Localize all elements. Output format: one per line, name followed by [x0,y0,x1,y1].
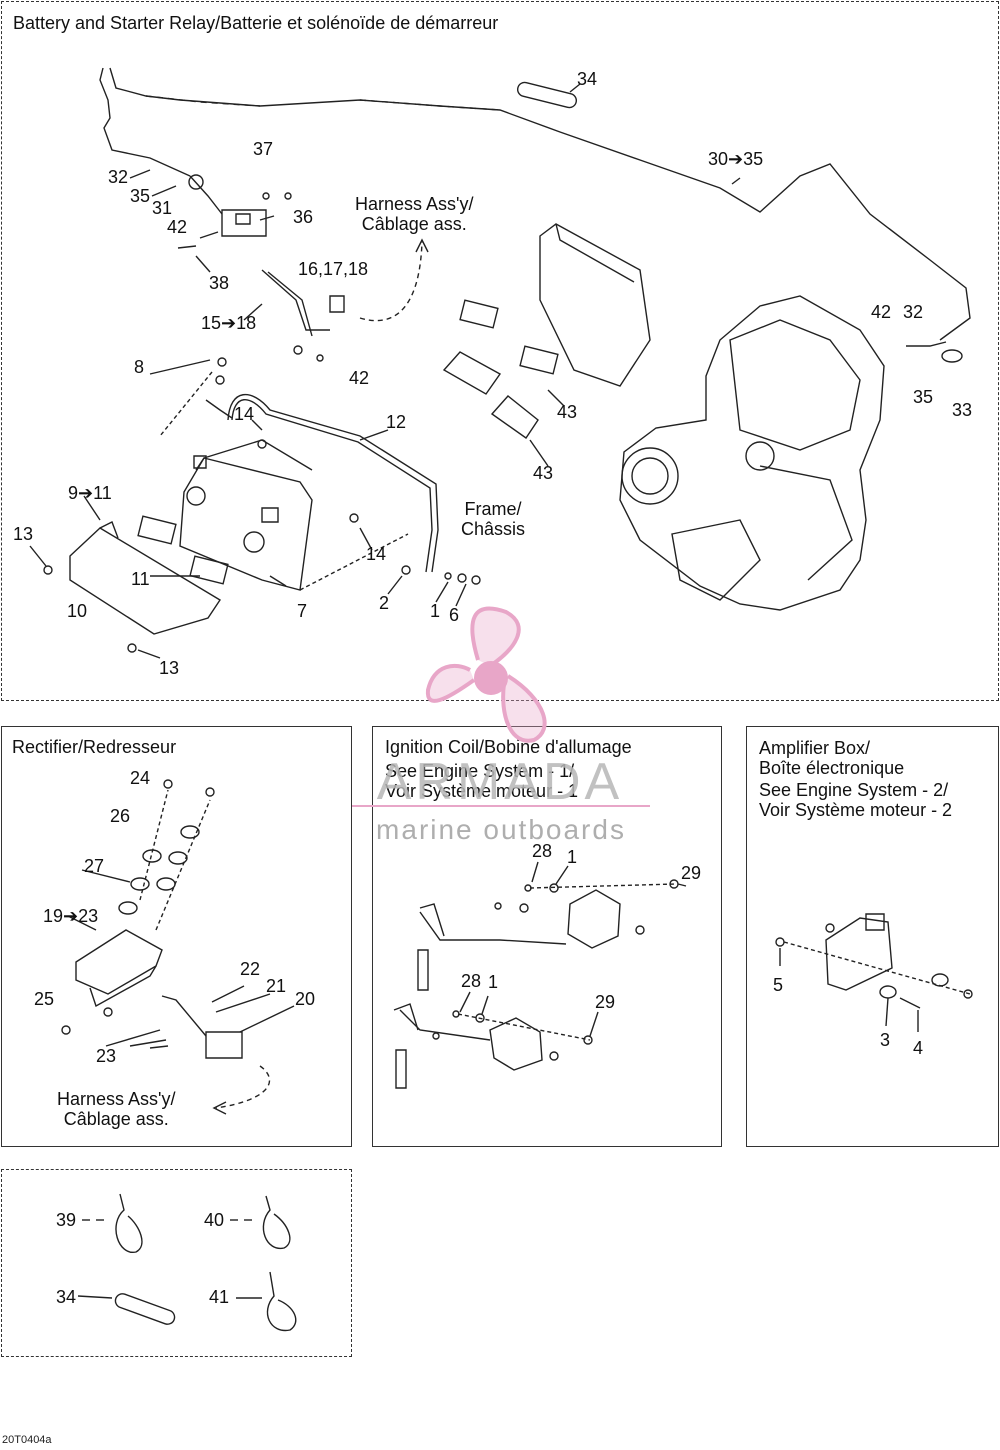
callout-24: 24 [130,768,151,788]
callout-29a: 29 [681,863,702,883]
callout-1a: 1 [567,847,578,867]
callout-34: 34 [577,69,598,89]
rectifier-harness-label: Harness Ass'y/ Câblage ass. [57,1089,176,1129]
callout-13b: 13 [159,658,180,678]
callout-22: 22 [240,959,261,979]
callout-32b: 32 [903,302,924,322]
callout-7: 7 [297,601,308,621]
callout-43a: 43 [557,402,578,422]
callout-11: 11 [131,569,150,589]
amplifier-panel: Amplifier Box/ Boîte électronique See En… [746,726,999,1147]
callout-33: 33 [952,400,973,420]
ignition-panel-title: Ignition Coil/Bobine d'allumage [385,737,632,757]
callout-14b: 14 [366,544,387,564]
callout-42b: 42 [349,368,370,388]
callout-42a: 42 [167,217,188,237]
callout-39: 39 [56,1210,77,1230]
callout-36: 36 [293,207,314,227]
callout-41: 41 [209,1287,230,1307]
callout-5: 5 [773,975,784,995]
amplifier-panel-note: See Engine System - 2/ Voir Système mote… [759,780,953,820]
callout-19-23: 19➔23 [43,906,99,926]
callout-10: 10 [67,601,88,621]
ignition-panel-note: See Engine System - 1/ Voir Système mote… [385,761,579,801]
ties-panel [1,1169,352,1357]
callout-6: 6 [449,605,460,625]
callout-13a: 13 [13,524,34,544]
callout-32: 32 [108,167,129,187]
callout-14a: 14 [234,404,255,424]
callout-9-11: 9➔11 [68,483,112,503]
callout-21: 21 [266,976,287,996]
callout-29b: 29 [595,992,616,1012]
rectifier-panel: Rectifier/Redresseur [1,726,352,1147]
callout-31: 31 [152,198,173,218]
figure-code: 20T0404a [2,1434,52,1446]
callout-1: 1 [430,601,441,621]
callout-3: 3 [880,1030,891,1050]
callout-1b: 1 [488,972,499,992]
callout-4: 4 [913,1038,924,1058]
callout-20: 20 [295,989,316,1009]
callout-40: 40 [204,1210,225,1230]
callout-35: 35 [130,186,151,206]
amplifier-panel-title: Amplifier Box/ Boîte électronique [759,738,905,778]
rectifier-panel-title: Rectifier/Redresseur [12,737,177,757]
callout-16-17-18: 16,17,18 [298,259,369,279]
watermark-name: ARMADA [376,753,624,811]
callout-34b: 34 [56,1287,77,1307]
callout-38: 38 [209,273,230,293]
callout-2: 2 [379,593,390,613]
callout-35b: 35 [913,387,934,407]
ignition-panel: Ignition Coil/Bobine d'allumage See Engi… [372,726,722,1147]
frame-label: Frame/ Châssis [461,499,526,539]
battery-panel-title: Battery and Starter Relay/Batterie et so… [13,13,499,33]
callout-28a: 28 [532,841,553,861]
watermark-subtitle: marine outboards [376,814,626,845]
battery-panel: Battery and Starter Relay/Batterie et so… [1,1,999,701]
callout-12: 12 [386,412,407,432]
callout-15-18: 15➔18 [201,313,257,333]
callout-42c: 42 [871,302,892,322]
callout-26: 26 [110,806,131,826]
callout-25: 25 [34,989,55,1009]
callout-37: 37 [253,139,274,159]
callout-27: 27 [84,856,105,876]
callout-23: 23 [96,1046,117,1066]
callout-28b: 28 [461,971,482,991]
callout-8: 8 [134,357,145,377]
callout-43b: 43 [533,463,554,483]
harness-label: Harness Ass'y/ Câblage ass. [355,194,474,234]
callout-30-35: 30➔35 [708,149,764,169]
